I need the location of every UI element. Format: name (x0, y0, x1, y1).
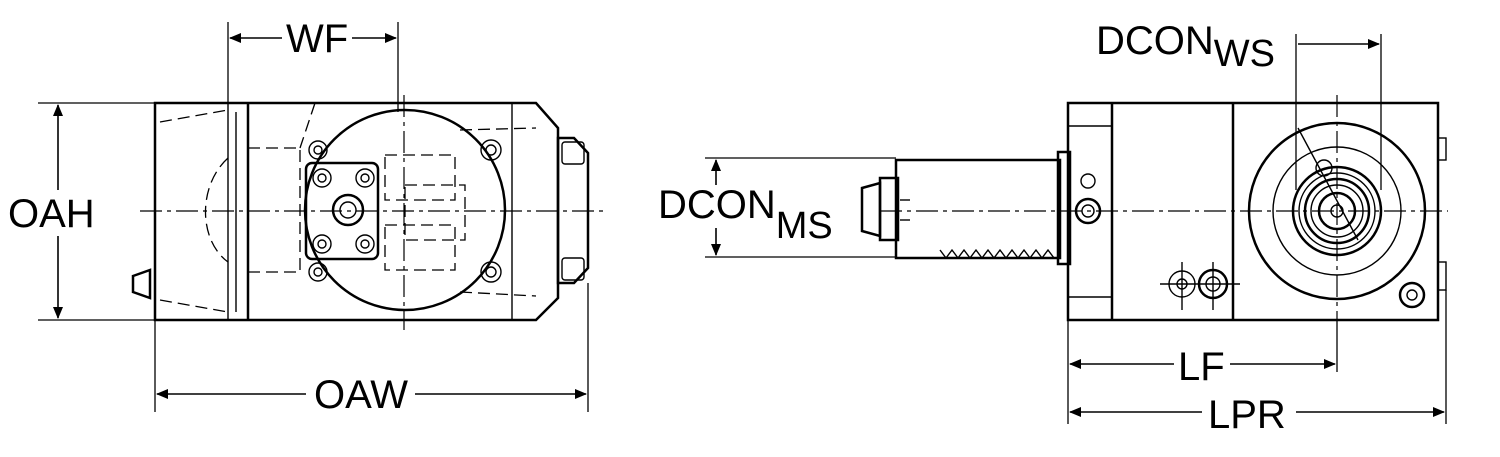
label-dcon-ms-main: DCON (658, 183, 776, 227)
label-dcon-ws-main: DCON (1096, 19, 1214, 63)
nose-bolt-top (561, 141, 585, 165)
label-lpr: LPR (1208, 393, 1286, 437)
label-oah: OAH (8, 192, 95, 236)
collar (1056, 150, 1072, 266)
label-dcon-ws: DCONWS (1096, 19, 1275, 75)
shank-knurl (860, 181, 882, 238)
shank (894, 158, 1062, 260)
label-dcon-ws-sub: WS (1214, 33, 1275, 75)
label-oaw: OAW (314, 373, 408, 417)
front-dimensions (38, 22, 589, 412)
coolant-fitting (131, 268, 152, 300)
label-dcon-ms-sub: MS (776, 205, 833, 247)
side-dimensions (705, 34, 1447, 424)
label-lf: LF (1178, 345, 1225, 389)
front-view-nose (556, 136, 590, 285)
side-view (860, 95, 1448, 322)
front-view (131, 95, 605, 330)
front-bolts (308, 139, 502, 283)
label-dcon-ms: DCONMS (658, 183, 833, 247)
nose-bolt-bottom (561, 257, 585, 281)
label-wf: WF (286, 17, 348, 61)
center-bore (331, 193, 365, 227)
